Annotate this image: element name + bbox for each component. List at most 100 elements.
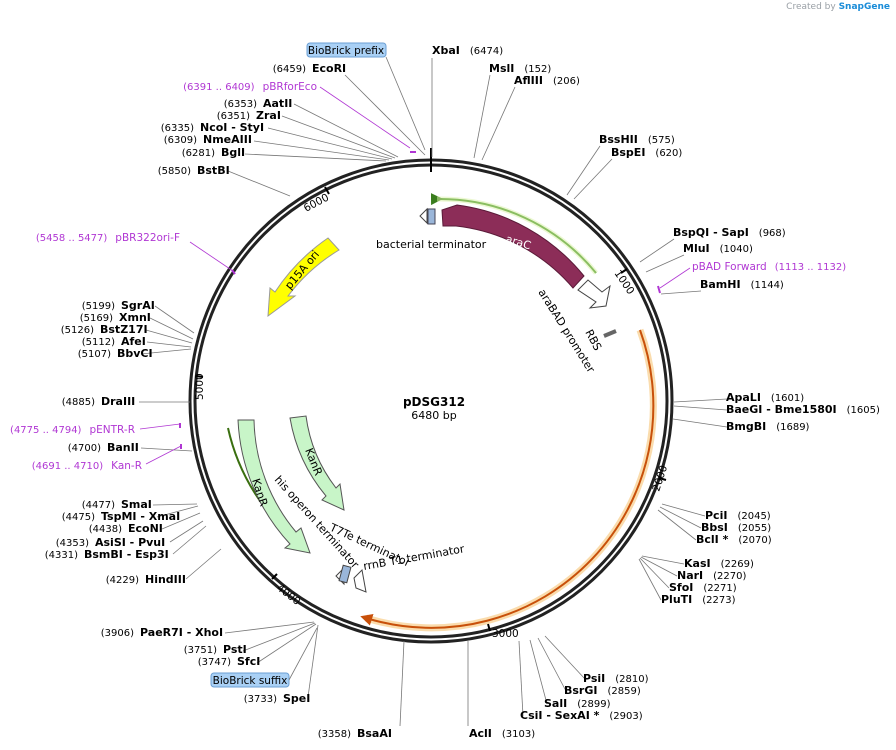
site-econi[interactable]: (4438)EcoNI <box>89 512 201 535</box>
restriction-sites: XbaI(6474)MslI(152)AflIII (206) BssHII(575… <box>45 44 880 740</box>
site-name: BglI <box>221 146 245 159</box>
site-position: (206) <box>553 76 580 87</box>
site-name: NarI <box>677 569 703 582</box>
site-bspei[interactable]: BspEI(620) <box>573 146 682 200</box>
site-bstbi[interactable]: (5850)BstBI <box>158 164 291 197</box>
tick-5000: 5000 <box>194 373 206 400</box>
site-position: (3751) <box>184 645 217 656</box>
snapgene-logo: SnapGene <box>838 2 890 12</box>
site-bamhi[interactable]: BamHI(1144) <box>660 278 784 295</box>
bacterial-terminator-feature[interactable] <box>427 208 436 225</box>
site-name: CsiI - SexAI * <box>520 709 600 722</box>
site-xbai[interactable]: XbaI(6474) <box>431 44 503 157</box>
site-bbsi[interactable]: BbsI(2055) <box>659 506 771 534</box>
site-sfoi[interactable]: SfoI(2271) <box>639 557 737 594</box>
site-paer7i[interactable]: (3906)PaeR7I - XhoI <box>101 621 315 639</box>
orange-orf-highlight <box>364 328 657 632</box>
site-name: ApaLI <box>726 391 761 404</box>
arabad-promoter-feature[interactable] <box>577 279 611 309</box>
site-bgli[interactable]: (6281)BglI <box>182 146 387 162</box>
site-tspmi[interactable]: (4475)TspMI - XmaI <box>62 505 199 523</box>
site-bspqi[interactable]: BspQI - SapI(968) <box>639 226 786 263</box>
primer-position: (6391 .. 6409) <box>183 82 255 93</box>
primer-pentr-r[interactable]: pENTR-R(4775 .. 4794) <box>10 423 181 436</box>
site-bsshii[interactable]: BssHII(575) <box>566 133 675 196</box>
site-psti[interactable]: (3751) PstI <box>184 622 316 656</box>
site-bsaai[interactable]: (3358)BsaAI <box>318 640 405 740</box>
site-name: PaeR7I - XhoI <box>140 626 223 639</box>
site-name: BaeGI - Bme1580I <box>726 403 837 416</box>
site-bbvci[interactable]: (5107)BbvCI <box>78 347 192 360</box>
site-position: (620) <box>655 148 682 159</box>
site-nari[interactable]: NarI (2270) <box>640 556 747 582</box>
rrnb-t1-terminator-feature[interactable] <box>353 568 367 593</box>
site-afei[interactable]: (5112)AfeI <box>82 335 192 348</box>
site-zrai[interactable]: (6351)ZraI <box>217 109 396 159</box>
site-position: (5199) <box>82 301 115 312</box>
svg-text:BioBrick suffix: BioBrick suffix <box>213 675 288 687</box>
tick-3000: 3000 <box>487 623 519 640</box>
site-kasi[interactable]: KasI(2269) <box>641 555 754 570</box>
site-spei[interactable]: (3733)SpeI <box>244 624 319 705</box>
site-position: (1605) <box>847 405 880 416</box>
kanr-feature-2[interactable] <box>289 415 345 511</box>
site-position: (2271) <box>703 583 736 594</box>
site-bsmbi[interactable]: (4331)BsmBI - Esp3I <box>45 525 207 561</box>
primer-pbrforeco[interactable]: pBRforEco(6391 .. 6409) <box>183 81 411 149</box>
site-position: (2270) <box>713 571 746 582</box>
site-draiii[interactable]: (4885)DraIII <box>62 395 190 408</box>
site-nmeaiii[interactable]: (6309)NmeAIII <box>164 133 390 161</box>
svg-text:1000: 1000 <box>612 268 637 297</box>
site-hindiii[interactable]: (4229)HindIII <box>106 548 222 586</box>
site-aatii[interactable]: (6353)AatII <box>224 97 399 158</box>
site-banii[interactable]: (4700)BanII <box>68 441 193 454</box>
site-bsrgi[interactable]: BsrGI(2859) <box>537 637 641 697</box>
site-baegi[interactable]: BaeGI - Bme1580I (1605) <box>673 403 880 416</box>
site-acli[interactable]: AclI(3103) <box>467 641 535 740</box>
t7te-terminator-feature[interactable] <box>338 564 352 584</box>
orange-orf-feature[interactable] <box>360 329 655 629</box>
site-bstz17i[interactable]: (5126)BstZ17I <box>61 323 193 344</box>
p15a-ori-feature[interactable] <box>267 237 340 318</box>
site-bmgbi[interactable]: BmgBI(1689) <box>672 418 810 433</box>
site-asisi[interactable]: (4353)AsiSI - PvuI <box>56 520 204 549</box>
tick-1000: 1000 <box>612 268 637 297</box>
biobrick-prefix-badge[interactable]: BioBrick prefix <box>306 42 426 151</box>
biobrick-suffix-badge[interactable]: BioBrick suffix <box>210 627 318 688</box>
plasmid-size: 6480 bp <box>411 409 456 422</box>
site-position: (4885) <box>62 397 95 408</box>
site-smai[interactable]: (4477)SmaI <box>82 498 198 511</box>
site-name: AflIII <box>514 74 543 87</box>
site-pcii[interactable]: PciI(2045) <box>661 503 771 522</box>
tick-2000: 2000 <box>650 464 670 493</box>
site-position: (3733) <box>244 694 277 705</box>
site-apali[interactable]: ApaLI(1601) <box>673 391 804 404</box>
kanr-feature-1[interactable] <box>237 419 311 554</box>
site-name: NmeAIII <box>203 133 252 146</box>
primer-pbr322ori-f[interactable]: pBR322ori-F(5458 .. 5477) <box>36 232 234 272</box>
site-pluti[interactable]: PluTI(2273) <box>638 558 736 606</box>
primer-kan-r[interactable]: Kan-R(4691 .. 4710) <box>32 445 182 472</box>
site-msli[interactable]: MslI(152) <box>473 62 551 159</box>
site-name: PstI <box>223 643 247 656</box>
arac-feature[interactable] <box>441 204 585 289</box>
site-csii[interactable]: CsiI - SexAI *(2903) <box>518 640 643 722</box>
site-name: BbvCI <box>117 347 153 360</box>
site-mlui[interactable]: MluI(1040) <box>645 242 753 273</box>
site-name: BanII <box>107 441 139 454</box>
site-bcli-[interactable]: BclI *(2070) <box>657 509 772 546</box>
primer-pbad-forward[interactable]: pBAD Forward(1113 .. 1132) <box>659 261 846 289</box>
site-xmni[interactable]: (5169)XmnI <box>80 311 194 340</box>
rbs-feature[interactable] <box>603 329 617 338</box>
site-position: (3747) <box>198 657 231 668</box>
site-ecori[interactable]: (6459)EcoRI <box>273 62 426 156</box>
site-ncoi[interactable]: (6335)NcoI - StyI <box>161 121 393 160</box>
site-afliii[interactable]: AflIII (206) <box>481 74 580 161</box>
site-psii[interactable]: PsiI(2810) <box>544 635 649 685</box>
primer-position: (5458 .. 5477) <box>36 233 108 244</box>
site-name: MluI <box>683 242 710 255</box>
site-sali[interactable]: SalI(2899) <box>529 639 611 710</box>
site-name: NcoI - StyI <box>200 121 264 134</box>
site-sgrai[interactable]: (5199)SgrAI <box>82 299 195 334</box>
site-sfci[interactable]: (3747)SfcI <box>198 623 317 668</box>
